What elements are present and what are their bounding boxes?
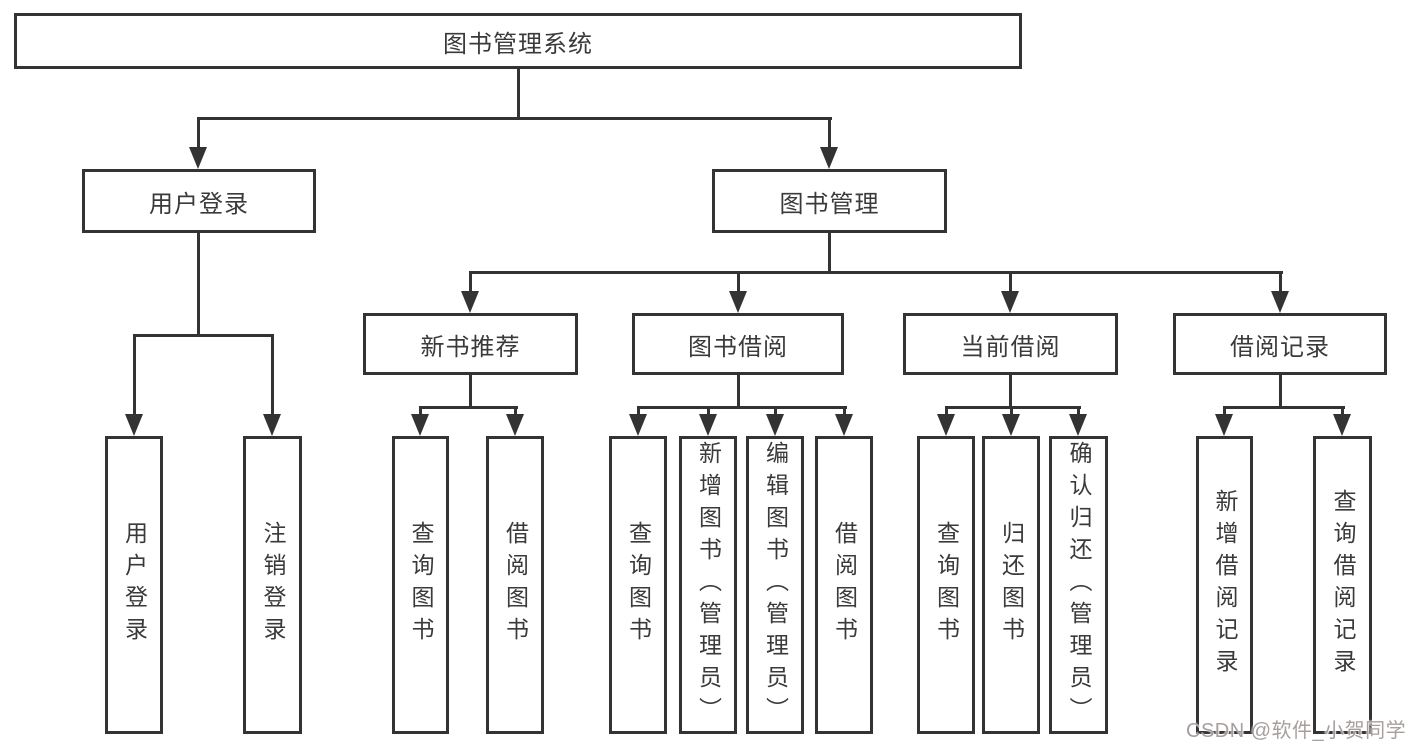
arrow-down-icon — [506, 414, 524, 436]
arrow-down-icon — [729, 291, 747, 313]
connector-br-branch-line — [1223, 406, 1345, 409]
connector-arrow-stem-line — [1009, 271, 1012, 293]
connector-cb-stem-line — [1009, 375, 1012, 409]
connector-arrow-stem-line — [945, 406, 948, 418]
connector-arrow-stem-line — [197, 117, 200, 150]
connector-cb-branch-line — [945, 406, 1081, 409]
node-user-login: 用户登录 — [82, 169, 316, 233]
leaf-logout-login-label: 注销登录 — [260, 521, 286, 649]
connector-arrow-stem-line — [133, 334, 136, 416]
arrow-down-icon — [1215, 414, 1233, 436]
leaf-cb-return-books: 归还图书 — [982, 436, 1040, 734]
connector-level2-branch-line — [469, 271, 1283, 274]
node-new-book-recommend: 新书推荐 — [363, 313, 578, 375]
node-borrow-records-label: 借阅记录 — [1230, 333, 1330, 361]
connector-level1-branch-line — [197, 117, 832, 120]
leaf-cb-query-books: 查询图书 — [917, 436, 975, 734]
connector-arrow-stem-line — [514, 406, 517, 418]
connector-nbr-branch-line — [419, 406, 518, 409]
node-current-borrow: 当前借阅 — [903, 313, 1118, 375]
arrow-down-icon — [411, 414, 429, 436]
connector-arrow-stem-line — [737, 271, 740, 293]
connector-login-branch-line — [133, 334, 274, 337]
arrow-down-icon — [263, 414, 281, 436]
connector-root-stem-line — [517, 68, 520, 118]
arrow-down-icon — [189, 147, 207, 169]
leaf-cb-query-books-label: 查询图书 — [933, 521, 960, 649]
connector-arrow-stem-line — [843, 406, 846, 418]
connector-book-mgmt-stem-line — [828, 233, 831, 274]
leaf-bb-borrow-books: 借阅图书 — [815, 436, 873, 734]
node-new-book-recommend-label: 新书推荐 — [420, 333, 521, 361]
leaf-user-login-label: 用户登录 — [121, 521, 148, 649]
arrow-down-icon — [937, 414, 955, 436]
leaf-user-login: 用户登录 — [105, 436, 163, 734]
connector-user-login-stem-line — [197, 233, 200, 336]
connector-bb-branch-line — [637, 406, 847, 409]
arrow-down-icon — [835, 414, 853, 436]
arrow-down-icon — [766, 414, 784, 436]
leaf-br-query-record-label: 查询借阅记录 — [1330, 489, 1356, 681]
connector-arrow-stem-line — [271, 334, 274, 416]
leaf-nbr-borrow-books: 借阅图书 — [486, 436, 544, 734]
connector-arrow-stem-line — [469, 271, 472, 293]
leaf-bb-borrow-books-label: 借阅图书 — [831, 521, 858, 649]
arrow-down-icon — [1271, 291, 1289, 313]
connector-nbr-stem-line — [469, 375, 472, 409]
connector-br-stem-line — [1279, 375, 1282, 409]
node-root-label: 图书管理系统 — [443, 30, 593, 58]
arrow-down-icon — [629, 414, 647, 436]
arrow-down-icon — [125, 414, 143, 436]
arrow-down-icon — [1333, 414, 1351, 436]
connector-arrow-stem-line — [1223, 406, 1226, 418]
leaf-bb-add-books: 新增图书（管理员） — [679, 436, 737, 734]
connector-arrow-stem-line — [774, 406, 777, 418]
connector-arrow-stem-line — [1010, 406, 1013, 418]
node-user-login-label: 用户登录 — [149, 190, 249, 218]
leaf-bb-edit-books: 编辑图书（管理员） — [746, 436, 804, 734]
leaf-logout-login: 注销登录 — [243, 436, 302, 734]
arrow-down-icon — [1002, 414, 1020, 436]
arrow-down-icon — [1001, 291, 1019, 313]
connector-arrow-stem-line — [1279, 271, 1282, 293]
leaf-br-add-record-label: 新增借阅记录 — [1212, 489, 1238, 681]
arrow-down-icon — [1069, 414, 1087, 436]
node-book-management: 图书管理 — [712, 169, 947, 233]
leaf-nbr-borrow-books-label: 借阅图书 — [502, 521, 529, 649]
connector-arrow-stem-line — [1077, 406, 1080, 418]
connector-arrow-stem-line — [419, 406, 422, 418]
arrow-down-icon — [699, 414, 717, 436]
leaf-bb-query-books: 查询图书 — [609, 436, 667, 734]
connector-bb-stem-line — [737, 375, 740, 409]
connector-arrow-stem-line — [637, 406, 640, 418]
leaf-bb-add-books-label: 新增图书（管理员） — [695, 441, 722, 729]
node-current-borrow-label: 当前借阅 — [960, 333, 1061, 361]
node-book-borrow-label: 图书借阅 — [688, 333, 788, 361]
leaf-bb-query-books-label: 查询图书 — [625, 521, 652, 649]
leaf-cb-confirm-return-label: 确认归还（管理员） — [1066, 441, 1092, 729]
connector-arrow-stem-line — [707, 406, 710, 418]
leaf-br-add-record: 新增借阅记录 — [1196, 436, 1253, 734]
node-book-borrow: 图书借阅 — [632, 313, 844, 375]
connector-arrow-stem-line — [1341, 406, 1344, 418]
leaf-bb-edit-books-label: 编辑图书（管理员） — [762, 441, 789, 729]
node-book-management-label: 图书管理 — [779, 190, 880, 218]
csdn-watermark: CSDN @软件_小贺同学 — [1186, 720, 1405, 742]
arrow-down-icon — [461, 291, 479, 313]
leaf-br-query-record: 查询借阅记录 — [1313, 436, 1372, 734]
leaf-cb-confirm-return: 确认归还（管理员） — [1049, 436, 1108, 734]
node-borrow-records: 借阅记录 — [1173, 313, 1387, 375]
leaf-nbr-query-books-label: 查询图书 — [408, 521, 434, 649]
leaf-cb-return-books-label: 归还图书 — [998, 521, 1025, 649]
connector-arrow-stem-line — [828, 117, 831, 150]
arrow-down-icon — [820, 147, 838, 169]
node-root: 图书管理系统 — [14, 13, 1022, 69]
leaf-nbr-query-books: 查询图书 — [392, 436, 449, 734]
